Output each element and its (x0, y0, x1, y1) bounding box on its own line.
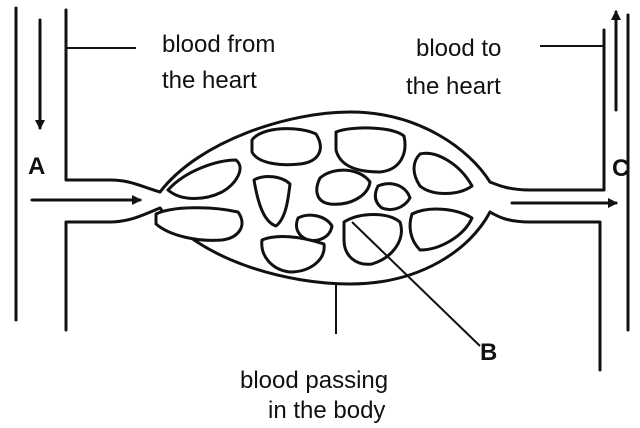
label-blood-to-line1: blood to (416, 35, 501, 62)
label-point-c: C (612, 155, 629, 182)
label-blood-from-line1: blood from (162, 31, 275, 58)
label-blood-to-line2: the heart (406, 73, 501, 100)
label-point-a: A (28, 153, 45, 180)
label-blood-from-line2: the heart (162, 67, 257, 94)
label-point-b: B (480, 339, 497, 366)
label-passing-line1: blood passing (240, 367, 388, 394)
capillary-network (156, 112, 490, 284)
label-passing-line2: in the body (268, 397, 385, 424)
vein-vessel-c (490, 15, 628, 370)
